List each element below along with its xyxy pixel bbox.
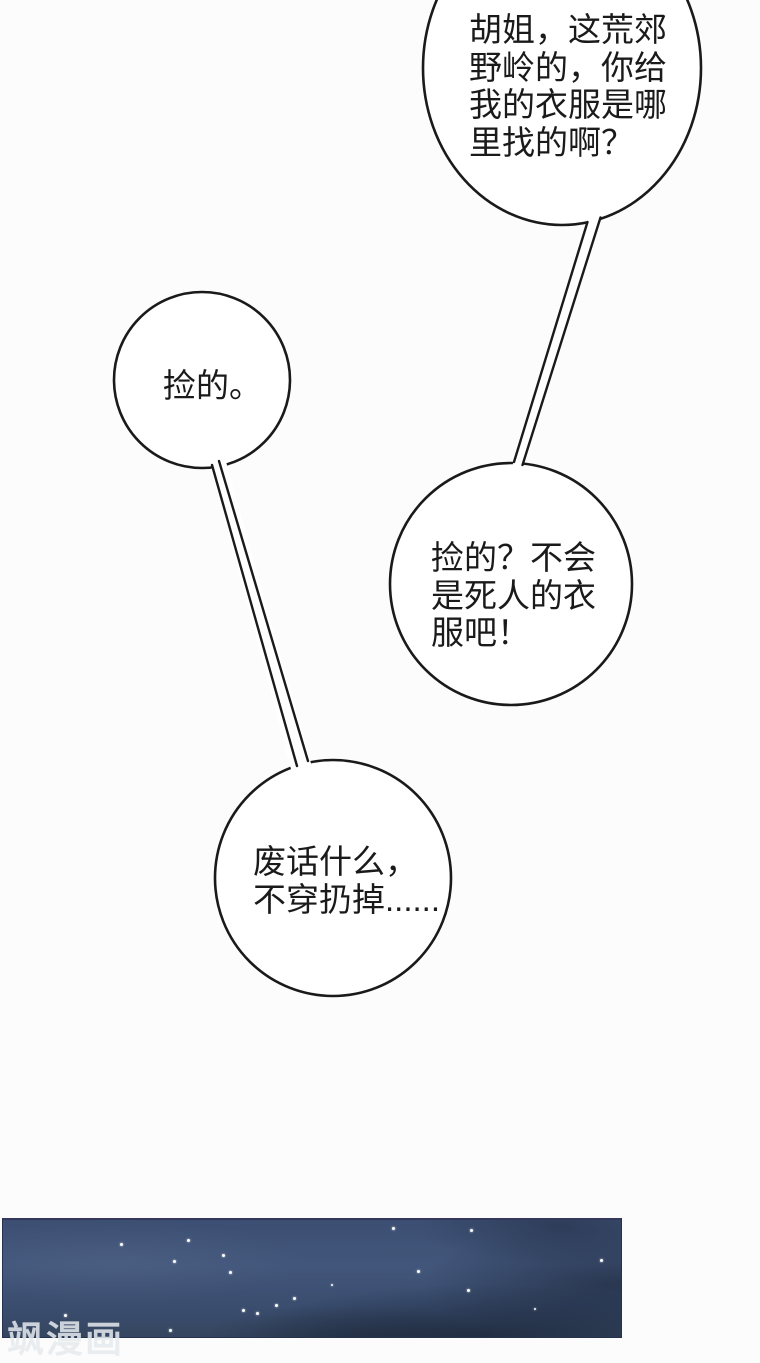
star — [256, 1312, 260, 1316]
star — [599, 1258, 603, 1262]
star — [274, 1304, 278, 1308]
star — [169, 1328, 173, 1332]
night-sky-panel — [2, 1218, 622, 1338]
star — [120, 1243, 124, 1247]
star — [222, 1253, 226, 1257]
bubble-tail-bottom — [208, 451, 312, 773]
star — [466, 1289, 470, 1293]
star — [469, 1229, 473, 1233]
speech-text-bottom-left: 废话什么， 不穿扔掉...... — [253, 843, 441, 918]
speech-bubble-left-shape — [112, 290, 292, 470]
speech-text-left: 捡的。 — [163, 367, 262, 404]
watermark-logo: 飒漫画 — [7, 1319, 124, 1360]
speech-bubble-top-right-shape — [421, 0, 703, 227]
star — [63, 1313, 67, 1317]
star — [534, 1307, 537, 1310]
star — [293, 1297, 297, 1301]
star — [187, 1238, 191, 1242]
speech-bubble-bottom-left-shape — [213, 758, 453, 998]
star — [228, 1271, 232, 1275]
star — [330, 1284, 333, 1287]
star — [172, 1259, 176, 1263]
speech-text-middle-right: 捡的？不会 是死人的衣 服吧！ — [431, 539, 596, 651]
star — [392, 1227, 396, 1231]
speech-bubble-middle-right-shape — [388, 461, 634, 707]
star — [417, 1270, 421, 1274]
star — [242, 1308, 246, 1312]
speech-text-top-right: 胡姐，这荒郊 野岭的，你给 我的衣服是哪 里找的啊？ — [469, 11, 667, 161]
bubble-tail-top — [511, 207, 604, 474]
